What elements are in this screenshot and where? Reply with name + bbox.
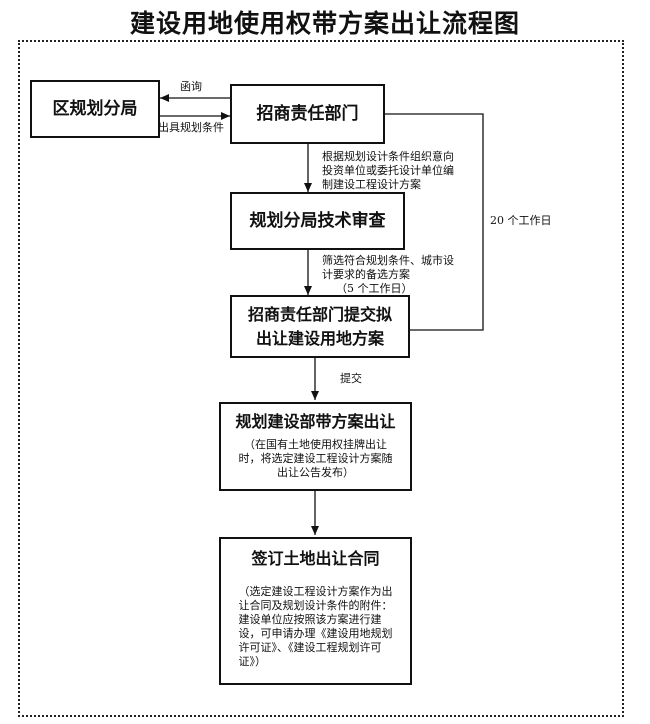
edge-label-letter: 函询 [180,80,202,93]
node-note-line: 建设单位应按照该方案进行建 [238,613,382,626]
node-note-line: 出让公告发布） [277,466,354,479]
edge-label-line: 根据规划设计条件组织意向 [322,150,454,163]
edge-label-twenty-days: 20 个工作日 [490,214,552,227]
node-note-line: 证》） [238,655,267,668]
node-note-line: 让合同及规划设计条件的附件： [238,599,393,612]
node-note-line: （在国有土地使用权挂牌出让 [244,438,387,451]
node-investment-department: 招商责任部门 [230,84,385,144]
bracket-twenty-days [385,113,484,331]
node-note-line: 许可证》、《建设工程规划许可 [238,641,382,654]
edge-label-line: 制建设工程设计方案 [322,178,421,191]
edge-label-submit: 提交 [340,372,362,385]
node-submit-plan: 招商责任部门提交拟 出让建设用地方案 [230,295,410,358]
node-transfer-with-plan: 规划建设部带方案出让 （在国有土地使用权挂牌出让 时，将选定建设工程设计方案随 … [219,402,412,491]
node-label: 招商责任部门 [256,104,359,124]
node-note-line: 时，将选定建设工程设计方案随 [238,452,393,465]
node-label: 规划分局技术审查 [249,211,386,231]
node-note-line: 设，可申请办理《建设用地规划 [238,627,393,640]
node-sign-contract: 签订土地出让合同 （选定建设工程设计方案作为出 让合同及规划设计条件的附件： 建… [219,537,412,685]
node-note: （在国有土地使用权挂牌出让 时，将选定建设工程设计方案随 出让公告发布） [239,438,393,480]
edge-label-line: 投资单位或委托设计单位编 [322,164,454,177]
node-district-planning-bureau: 区规划分局 [30,80,160,138]
node-label-line: 出让建设用地方案 [255,328,384,348]
dotted-frame [18,40,624,717]
edge-label-line: 计要求的备选方案 [322,268,410,281]
node-label: 区规划分局 [52,99,138,119]
edge-label-line: （5 个工作日） [336,282,413,295]
node-note-line: （选定建设工程设计方案作为出 [238,585,393,598]
node-label: 规划建设部带方案出让 [235,412,396,431]
node-label-line: 招商责任部门提交拟 [247,304,392,324]
diagram-title: 建设用地使用权带方案出让流程图 [129,9,520,38]
edge-label-organize: 根据规划设计条件组织意向 投资单位或委托设计单位编 制建设工程设计方案 [322,150,454,192]
edge-label-screen: 筛选符合规划条件、城市设 计要求的备选方案 （5 个工作日） [322,254,454,296]
node-note: （选定建设工程设计方案作为出 让合同及规划设计条件的附件： 建设单位应按照该方案… [225,585,407,669]
node-technical-review: 规划分局技术审查 [230,192,405,250]
node-label: 签订土地出让合同 [251,549,380,568]
edge-label-line: 筛选符合规划条件、城市设 [322,254,454,267]
edge-label-issue-conditions: 出具规划条件 [158,121,224,134]
